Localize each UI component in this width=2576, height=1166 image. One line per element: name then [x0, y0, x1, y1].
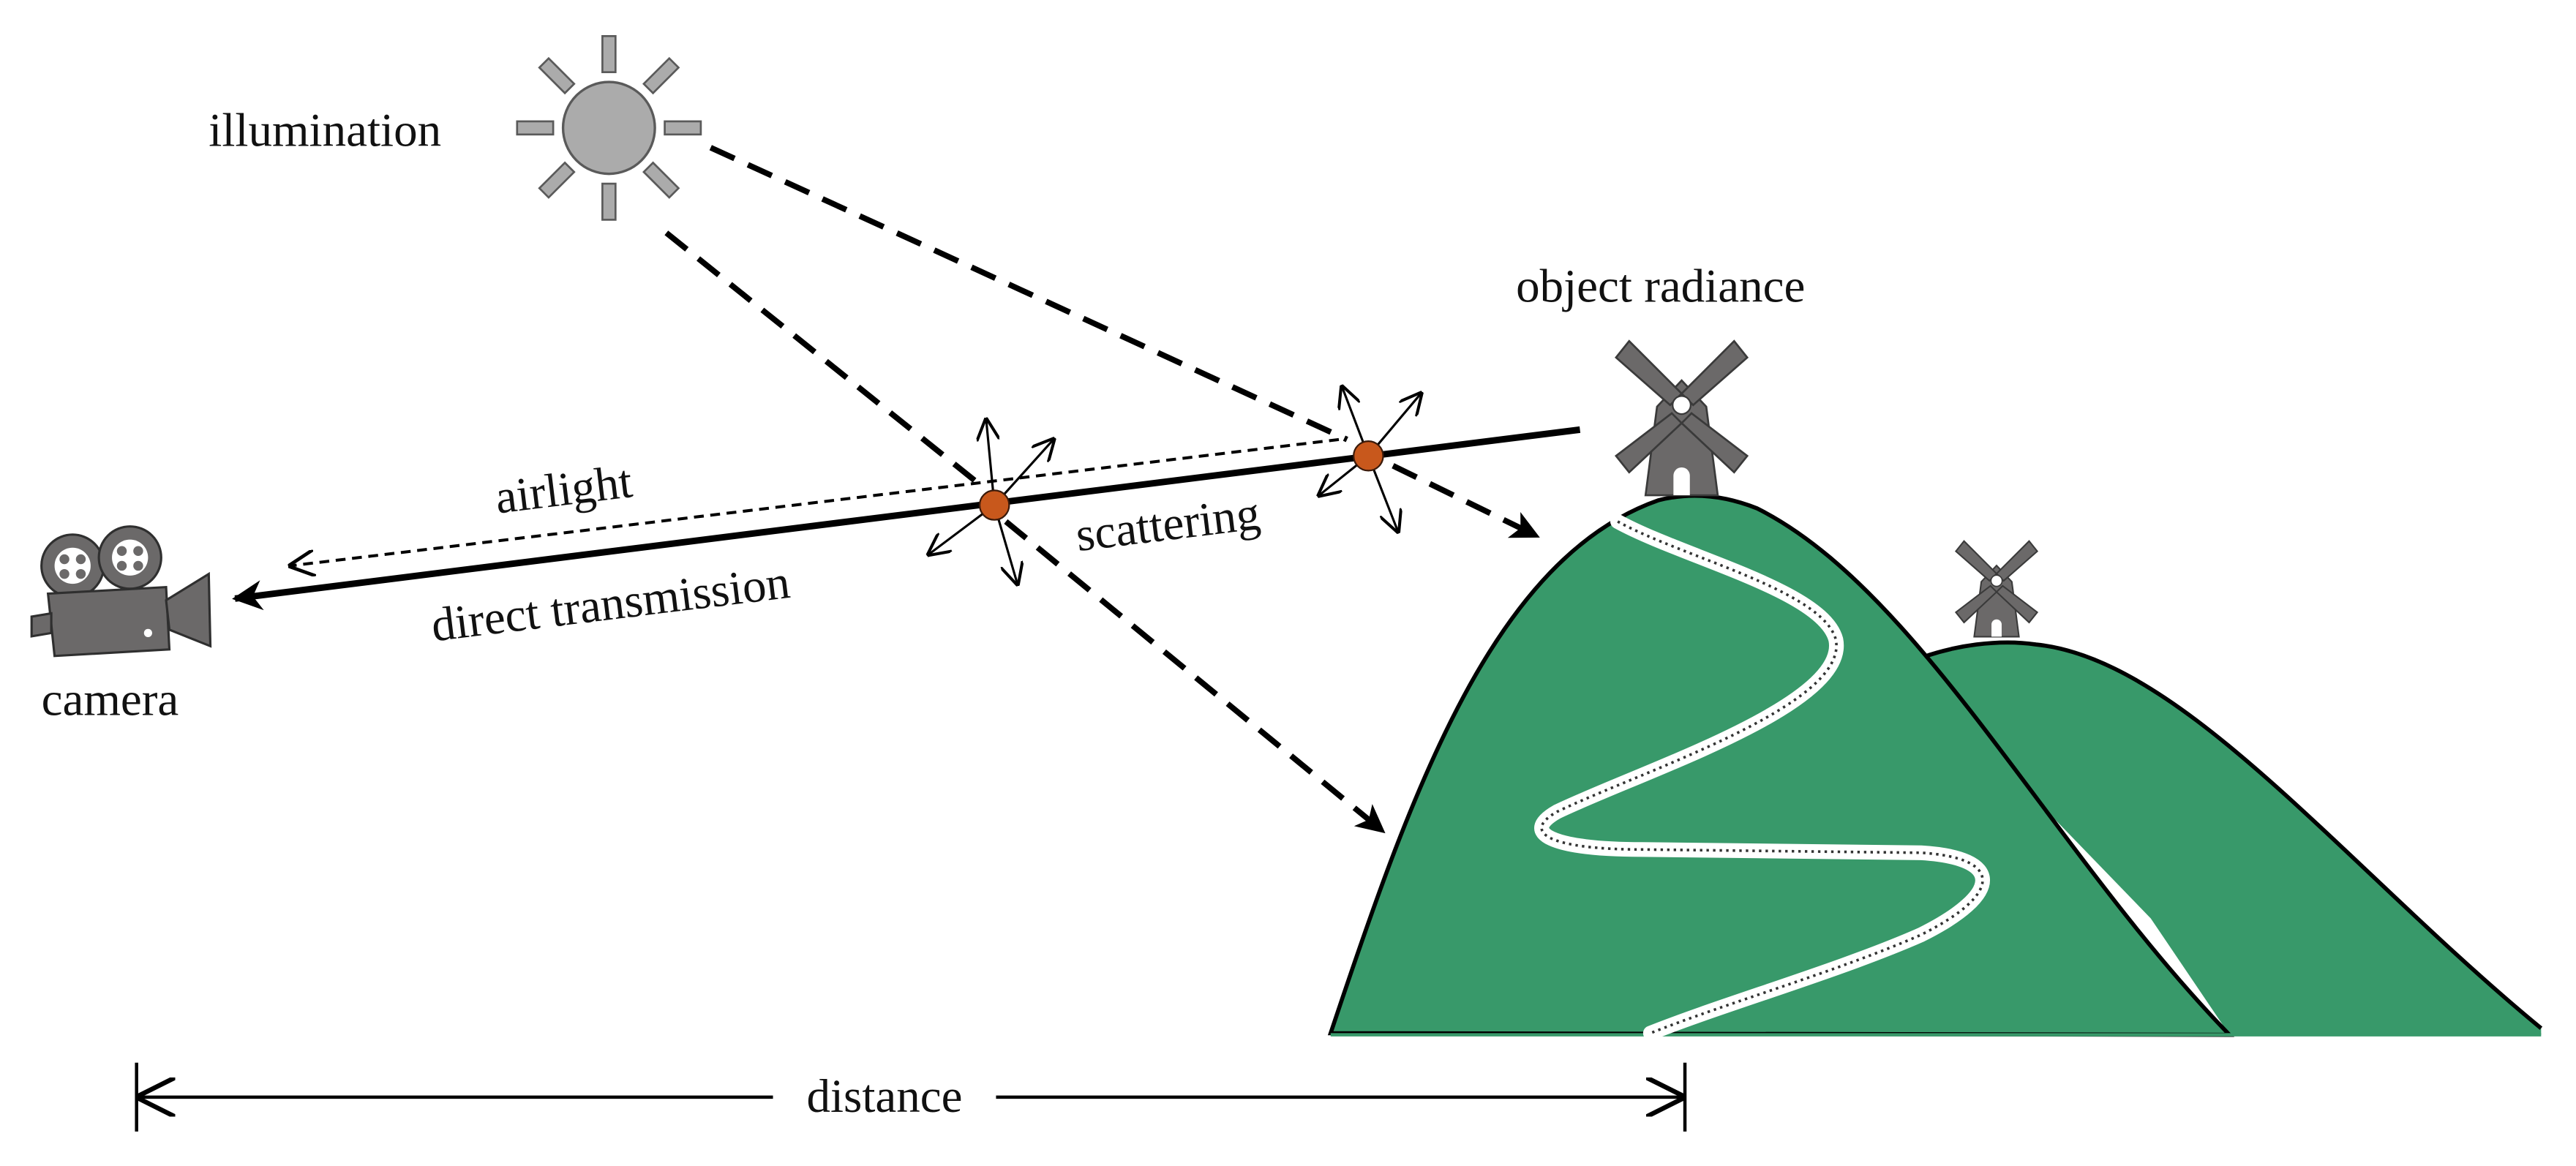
- distance-dimension: [135, 1062, 1687, 1132]
- back-hill-outline: [1904, 640, 2543, 1030]
- airlight-label: airlight: [492, 455, 635, 524]
- illumination-label: illumination: [209, 105, 441, 157]
- distance-label: distance: [807, 1070, 963, 1123]
- particle-icon: [1319, 387, 1421, 531]
- windmill-icon: [1614, 339, 1749, 497]
- winding-road: [1534, 514, 1990, 1041]
- airlight-ray: [290, 437, 1340, 566]
- front-hill: [1327, 493, 2235, 1037]
- sun-icon: [516, 34, 702, 221]
- particle-icon: [929, 420, 1054, 584]
- illumination-rays: [664, 145, 1540, 834]
- camera-icon: [30, 525, 212, 658]
- camera-label: camera: [42, 673, 179, 726]
- back-hill: [1904, 642, 2542, 1035]
- scattering-label: scattering: [1073, 487, 1263, 562]
- windmill-icon: [1954, 540, 2039, 638]
- object-radiance-label: object radiance: [1516, 260, 1805, 313]
